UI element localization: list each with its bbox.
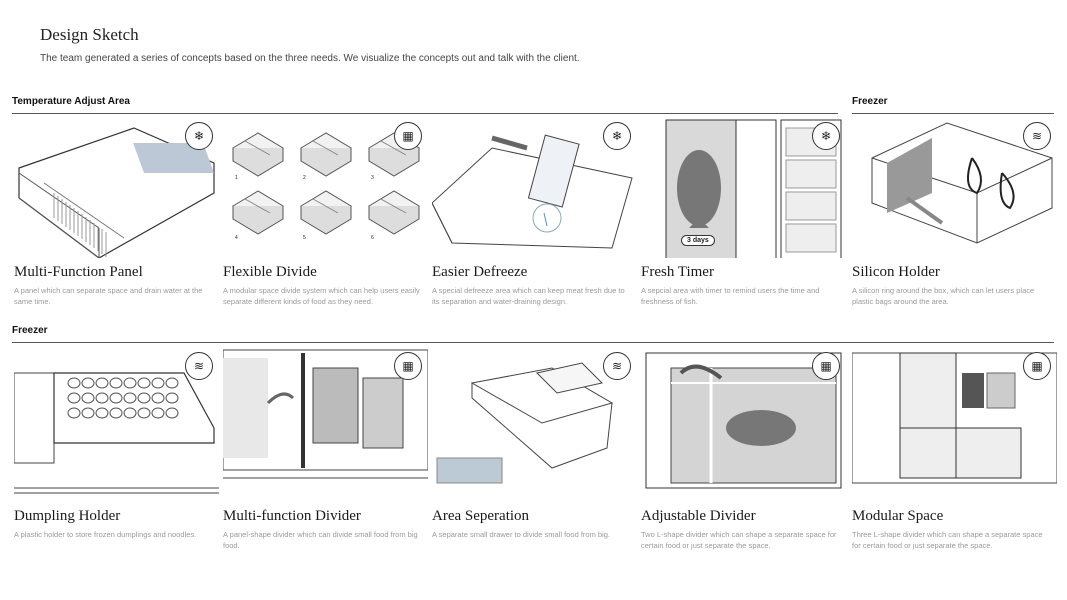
concept-sketch: ❄ 3 days [641, 118, 846, 258]
sketch-illustration [18, 127, 215, 258]
concept-title: Area Seperation [432, 508, 530, 524]
layers-icon: ≋ [185, 352, 213, 380]
snowflake-icon: ❄ [185, 122, 213, 150]
concept-card-modular-space: ▦ Modular Space Three L-shape divider wh… [852, 348, 1057, 551]
sketch-illustration [645, 352, 842, 489]
concept-sketch: ▦ [641, 348, 846, 498]
concept-card-easier-defreeze: ❄ Easier Defreeze A special defreeze are… [432, 118, 637, 307]
module-number: 1 [235, 175, 238, 181]
concept-sketch: ❄ [14, 118, 219, 258]
concept-title: Flexible Divide [223, 264, 317, 280]
sketch-illustration [871, 122, 1053, 244]
section-heading-freezer: Freezer [852, 96, 888, 107]
layers-icon: ≋ [1023, 122, 1051, 150]
sketch-illustration [14, 372, 219, 494]
concept-description: A panel which can separate space and dra… [14, 286, 203, 306]
concept-description: A separate small drawer to divide small … [432, 530, 610, 539]
concept-card-silicon-holder: ≋ Silicon Holder A silicon ring around t… [852, 118, 1057, 307]
concept-description: A plastic holder to store frozen dumplin… [14, 530, 197, 539]
concept-description: A modular space divide system which can … [223, 286, 420, 306]
concept-card-multi-function-divider: ▦ Multi-function Divider A panel-shape d… [223, 348, 428, 551]
concept-title: Fresh Timer [641, 264, 714, 280]
sketch-illustration [223, 349, 428, 479]
concept-title: Multi-function Divider [223, 508, 361, 524]
layers-icon: ≋ [603, 352, 631, 380]
sketch-illustration [232, 132, 420, 235]
module-number: 3 [371, 175, 374, 181]
concept-title: Dumpling Holder [14, 508, 121, 524]
snowflake-icon: ❄ [812, 122, 840, 150]
page-title: Design Sketch [40, 25, 139, 44]
concept-sketch: ▦ 1 2 3 4 5 6 [223, 118, 428, 258]
module-number: 5 [303, 235, 306, 241]
sketch-illustration [665, 119, 842, 258]
concept-title: Multi-Function Panel [14, 264, 143, 280]
concept-title: Adjustable Divider [641, 508, 756, 524]
module-number: 2 [303, 175, 306, 181]
concept-title: Easier Defreeze [432, 264, 528, 280]
concept-title: Modular Space [852, 508, 944, 524]
grid-icon: ▦ [394, 122, 422, 150]
sketch-illustration [432, 134, 633, 249]
concept-card-fresh-timer: ❄ 3 days Fresh Timer A sepcial area with … [641, 118, 846, 307]
sketch-illustration [436, 362, 614, 484]
section-divider [12, 342, 1054, 343]
concept-sketch: ≋ [14, 348, 219, 498]
concept-sketch: ≋ [432, 348, 637, 498]
concept-description: A special defreeze area which can keep m… [432, 286, 625, 306]
concept-description: Three L-shape divider which can shape a … [852, 530, 1043, 550]
grid-icon: ▦ [1023, 352, 1051, 380]
module-number: 6 [371, 235, 374, 241]
concept-sketch: ❄ [432, 118, 637, 258]
snowflake-icon: ❄ [603, 122, 631, 150]
section-divider [12, 113, 838, 114]
module-number: 4 [235, 235, 238, 241]
concept-sketch: ▦ [223, 348, 428, 498]
concept-sketch: ▦ [852, 348, 1057, 498]
concept-card-adjustable-divider: ▦ Adjustable Divider Two L-shape divider… [641, 348, 846, 551]
concept-title: Silicon Holder [852, 264, 940, 280]
concept-description: Two L-shape divider which can shape a se… [641, 530, 837, 550]
grid-icon: ▦ [812, 352, 840, 380]
concept-description: A silicon ring around the box, which can… [852, 286, 1035, 306]
concept-description: A sepcial area with timer to remind user… [641, 286, 820, 306]
sketch-illustration [852, 352, 1057, 484]
section-heading-temperature: Temperature Adjust Area [12, 96, 130, 107]
grid-icon: ▦ [394, 352, 422, 380]
concept-description: A panel-shape divider which can divide s… [223, 530, 418, 550]
concept-card-dumpling-holder: ≋ Dumpling Holder A plastic holder to st… [14, 348, 219, 540]
section-heading-freezer: Freezer [12, 325, 48, 336]
section-divider [852, 113, 1054, 114]
concept-card-multi-function-panel: ❄ Multi-Function Panel A panel which can… [14, 118, 219, 307]
page-subtitle: The team generated a series of concepts … [40, 53, 580, 64]
concept-sketch: ≋ [852, 118, 1057, 258]
concept-card-area-seperation: ≋ Area Seperation A separate small drawe… [432, 348, 637, 540]
concept-card-flexible-divide: ▦ 1 2 3 4 5 6 Flexible Divide A modular space … [223, 118, 428, 307]
timer-badge: 3 days [681, 235, 715, 246]
